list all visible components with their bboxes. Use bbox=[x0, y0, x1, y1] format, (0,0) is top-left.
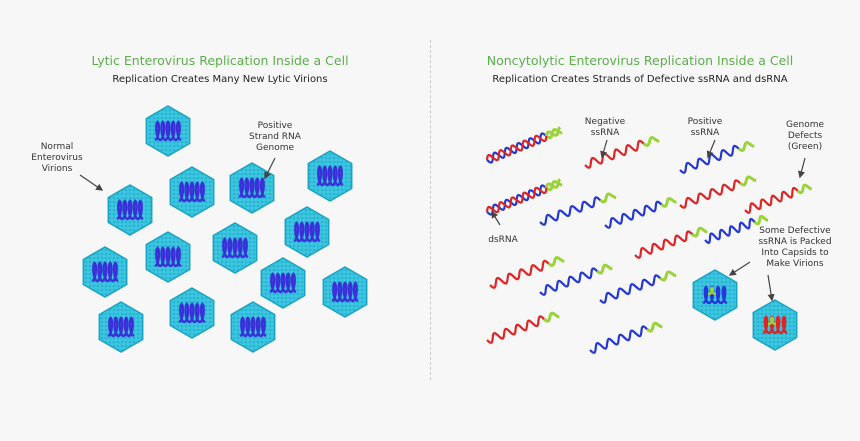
virion bbox=[107, 184, 153, 236]
label-positive-strand-genome: Positive Strand RNA Genome bbox=[249, 121, 301, 153]
label-dsrna: dsRNA bbox=[488, 235, 518, 245]
label-normal-virions: Normal Enterovirus Virions bbox=[31, 142, 83, 174]
rna-strand bbox=[634, 226, 708, 259]
pointer-arrow bbox=[491, 210, 501, 226]
pointer-arrow bbox=[767, 274, 775, 302]
left-panel-subtitle: Replication Creates Many New Lytic Virio… bbox=[112, 74, 328, 85]
left-panel-title: Lytic Enterovirus Replication Inside a C… bbox=[91, 53, 349, 68]
panel-divider bbox=[430, 40, 431, 380]
rna-strand bbox=[599, 270, 677, 304]
virion bbox=[98, 301, 144, 353]
rna-strand bbox=[744, 183, 812, 214]
defective-virion bbox=[752, 299, 798, 351]
virion bbox=[145, 231, 191, 283]
label-positive-ssrna: Positive ssRNA bbox=[687, 117, 723, 138]
rna-strand bbox=[679, 175, 757, 209]
pointer-arrow bbox=[728, 261, 751, 276]
pointer-arrow bbox=[706, 139, 716, 159]
rna-strand bbox=[485, 126, 562, 162]
rna-strand bbox=[539, 263, 613, 296]
virion bbox=[260, 257, 306, 309]
virion bbox=[284, 206, 330, 258]
virion bbox=[322, 266, 368, 318]
pointer-arrow bbox=[797, 157, 806, 179]
virion bbox=[307, 150, 353, 202]
rna-strand bbox=[679, 141, 755, 174]
label-defective-ssrna-packed: Some Defective ssRNA is Packed Into Caps… bbox=[758, 226, 832, 269]
pointer-arrow bbox=[600, 139, 608, 159]
label-negative-ssrna: Negative ssRNA bbox=[584, 117, 626, 138]
rna-strand bbox=[704, 214, 769, 245]
rna-strand-group bbox=[485, 126, 812, 354]
rna-strand bbox=[584, 136, 660, 169]
defective-virion bbox=[692, 269, 738, 321]
virion bbox=[169, 166, 215, 218]
pointer-arrow bbox=[79, 174, 104, 191]
rna-strand bbox=[589, 321, 663, 354]
rna-strand bbox=[604, 196, 677, 229]
right-panel-subtitle: Replication Creates Strands of Defective… bbox=[492, 74, 788, 85]
rna-strand bbox=[485, 178, 562, 214]
rna-strand bbox=[486, 311, 560, 344]
rna-strand bbox=[489, 256, 565, 289]
rna-strand bbox=[539, 192, 617, 226]
pointer-arrow bbox=[264, 157, 276, 180]
virion bbox=[145, 105, 191, 157]
virion bbox=[229, 162, 275, 214]
virion-group bbox=[82, 105, 798, 353]
virion bbox=[212, 222, 258, 274]
label-genome-defects: Genome Defects (Green) bbox=[785, 120, 825, 152]
virion bbox=[169, 287, 215, 339]
arrow-group bbox=[79, 139, 806, 302]
virion bbox=[82, 246, 128, 298]
right-panel-title: Noncytolytic Enterovirus Replication Ins… bbox=[486, 53, 794, 68]
virion bbox=[230, 301, 276, 353]
